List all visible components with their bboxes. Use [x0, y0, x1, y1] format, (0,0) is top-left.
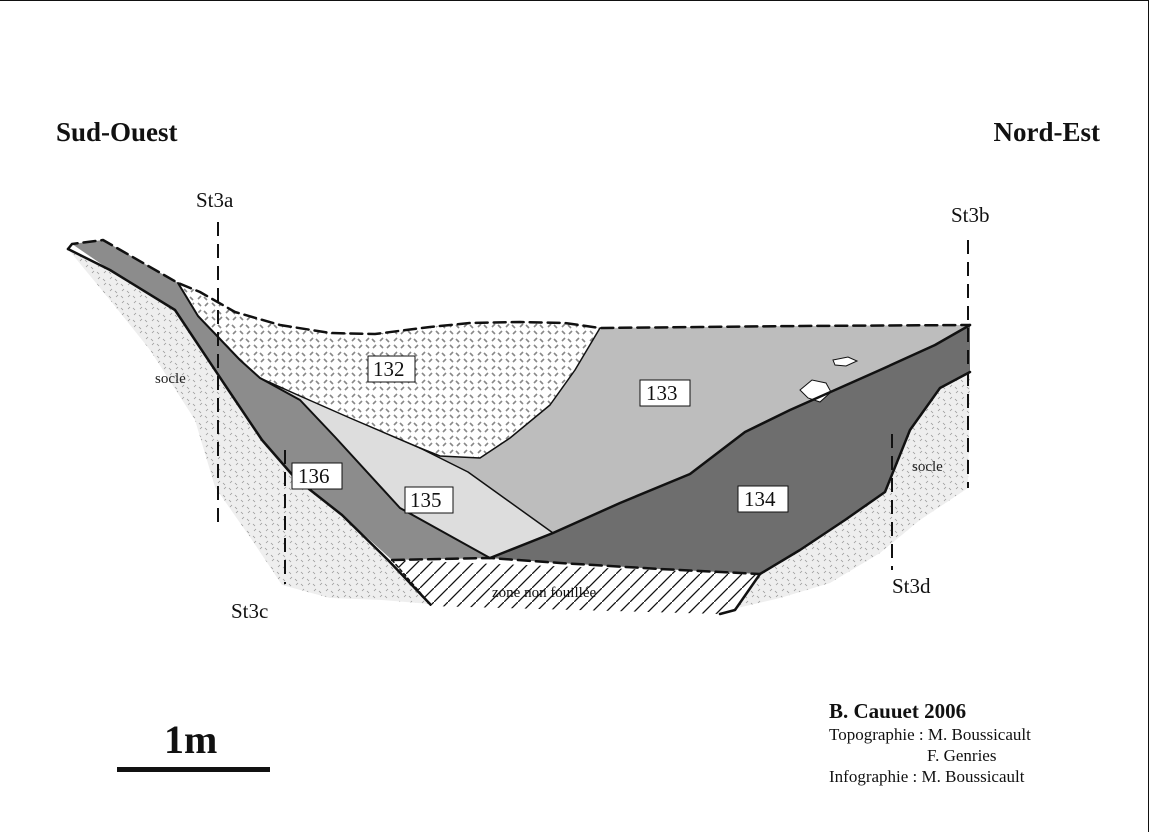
- marker-st3c: St3c: [231, 599, 268, 623]
- orientation-left: Sud-Ouest: [56, 117, 178, 147]
- layer-134-area: [490, 325, 970, 574]
- socle-left-area: [68, 249, 430, 604]
- boundary-135-132: [259, 377, 554, 534]
- boundary-socle-left: [66, 247, 432, 606]
- label-box-136: [291, 462, 343, 490]
- scale-bar: [117, 767, 270, 772]
- boundary-socle-left-lower: [391, 559, 431, 605]
- boundary-136-135: [177, 282, 491, 559]
- boundary-132-133: [419, 327, 601, 459]
- marker-st3d: St3d: [892, 574, 931, 598]
- stone-inclusion: [832, 356, 859, 367]
- boundary-133-134: [488, 323, 972, 560]
- label-box-134: [737, 485, 789, 513]
- label-box-132: [367, 355, 416, 383]
- label-box-135: [404, 486, 454, 514]
- marker-st3a: St3a: [196, 188, 234, 212]
- credits-topographie: Topographie : M. Boussicault: [829, 725, 1031, 744]
- layer-label-136: 136: [298, 464, 330, 488]
- scale-label: 1m: [164, 717, 218, 762]
- boundary-socle-right: [718, 370, 972, 616]
- credits-infographie: Infographie : M. Boussicault: [829, 767, 1025, 786]
- layer-135-area: [260, 378, 553, 558]
- layer-label-133: 133: [646, 381, 678, 405]
- marker-st3b: St3b: [951, 203, 990, 227]
- unexcavated-label: zone non fouillée: [492, 585, 596, 601]
- layer-label-132: 132: [373, 357, 405, 381]
- unexcavated-zone: [392, 560, 760, 614]
- label-box-133: [639, 379, 691, 407]
- credits-topographie-2: F. Genries: [927, 746, 997, 765]
- orientation-right: Nord-Est: [993, 117, 1101, 147]
- dashed-excavation-floor: [390, 556, 762, 576]
- socle-label-right: socle: [912, 459, 943, 475]
- layer-133-area: [420, 325, 970, 533]
- socle-label-left: socle: [155, 371, 186, 387]
- credits-author: B. Cauuet 2006: [829, 699, 967, 723]
- dashed-surface-top: [66, 238, 972, 336]
- credits-block: B. Cauuet 2006 Topographie : M. Boussica…: [829, 698, 1031, 787]
- layer-label-134: 134: [744, 487, 776, 511]
- layer-label-135: 135: [410, 488, 442, 512]
- layer-136-area: [72, 240, 490, 560]
